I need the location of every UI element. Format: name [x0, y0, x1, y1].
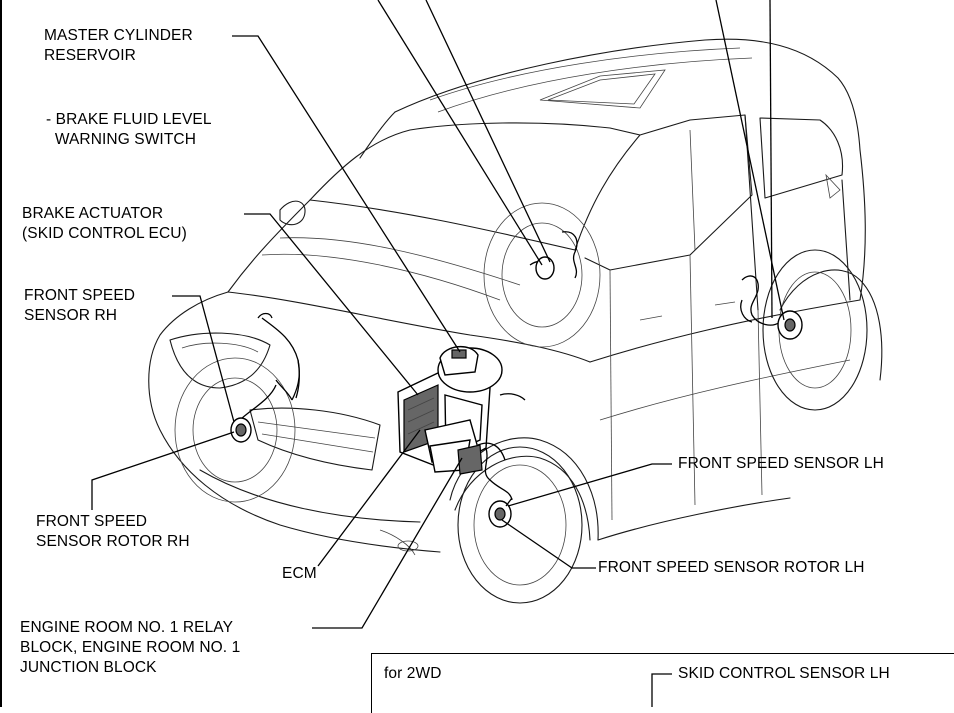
label-front-speed-sensor-rotor-lh: FRONT SPEED SENSOR ROTOR LH — [598, 559, 865, 576]
vehicle-body — [148, 38, 883, 604]
inset-2wd-box — [371, 653, 954, 713]
leader-lines — [91, 0, 785, 707]
label-ecm: ECM — [282, 565, 317, 582]
label-skid-control-sensor-lh: SKID CONTROL SENSOR LH — [678, 665, 890, 682]
label-brake-actuator: BRAKE ACTUATOR (SKID CONTROL ECU) — [22, 205, 187, 242]
label-brake-fluid-level-warning-switch: - BRAKE FLUID LEVEL WARNING SWITCH — [46, 111, 212, 148]
label-front-speed-sensor-rotor-rh: FRONT SPEED SENSOR ROTOR RH — [36, 513, 190, 550]
label-engine-room-relay-junction-block: ENGINE ROOM NO. 1 RELAY BLOCK, ENGINE RO… — [20, 619, 241, 676]
inset-title: for 2WD — [384, 665, 442, 682]
label-front-speed-sensor-rh: FRONT SPEED SENSOR RH — [24, 287, 136, 324]
page-border — [0, 0, 2, 707]
label-master-cylinder-reservoir: MASTER CYLINDER RESERVOIR — [44, 27, 193, 64]
brake-components — [230, 231, 803, 528]
label-front-speed-sensor-lh: FRONT SPEED SENSOR LH — [678, 455, 884, 472]
